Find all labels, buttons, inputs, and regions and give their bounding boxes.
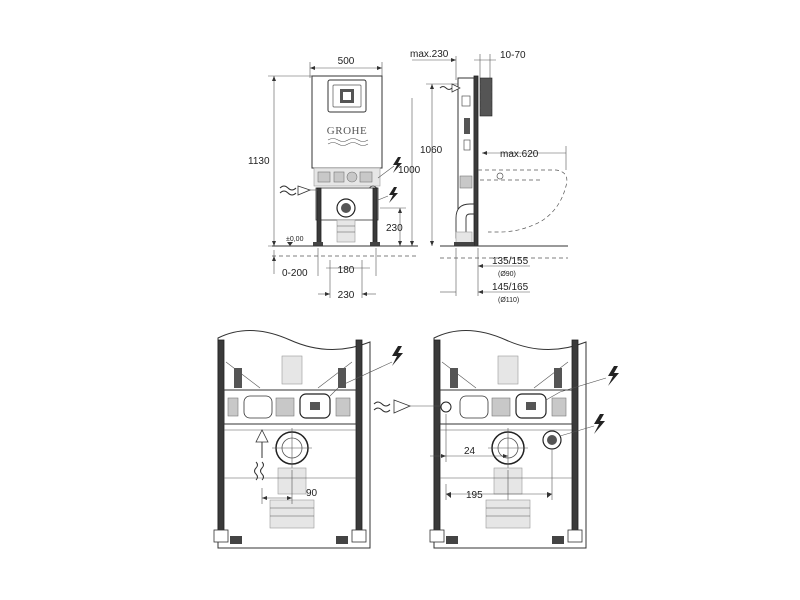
dim-height-total: 1130 (248, 156, 270, 167)
dim-floor-zero: ±0,00 (286, 236, 304, 243)
lightning-icon (393, 157, 402, 173)
dim-outlet-diameter-1: (Ø90) (498, 271, 516, 278)
ventilation-icon (254, 429, 269, 481)
lightning-icon (594, 414, 605, 434)
water-supply-icon (439, 83, 461, 93)
dim-floor-range: 0-200 (282, 268, 308, 279)
dim-detail-left-offset: 90 (306, 488, 318, 499)
lightning-icon (389, 187, 398, 203)
side-view: max.230 10-70 1060 (410, 49, 568, 304)
toilet-bowl-outline (478, 169, 568, 233)
detail-left: 90 (213, 329, 403, 549)
dim-bottom-width: 230 (338, 290, 355, 301)
lightning-icon (608, 366, 619, 386)
dim-height-power: 1000 (398, 165, 421, 176)
brand-logo: GROHE (327, 125, 367, 137)
dim-height-outlet: 230 (386, 223, 403, 234)
water-supply-icon (279, 185, 312, 196)
dim-height-frame: 1060 (420, 145, 443, 156)
dim-wall-gap: 10-70 (500, 50, 526, 61)
water-supply-icon (373, 399, 412, 414)
dim-detail-right-large: 195 (466, 490, 483, 501)
dim-detail-right-small: 24 (464, 446, 476, 457)
detail-right: 24 195 (373, 329, 619, 549)
dim-max-depth: max.230 (410, 49, 449, 60)
lightning-icon (392, 346, 403, 366)
dim-width-top: 500 (338, 56, 355, 67)
dim-max-projection: max.620 (500, 149, 539, 160)
dim-foot-spacing: 180 (338, 265, 355, 276)
dim-outlet-offset-1: 135/155 (492, 256, 529, 267)
front-view: 500 1130 GROHE (248, 56, 421, 301)
dim-outlet-offset-2: 145/165 (492, 282, 529, 293)
dim-outlet-diameter-2: (Ø110) (498, 297, 519, 304)
